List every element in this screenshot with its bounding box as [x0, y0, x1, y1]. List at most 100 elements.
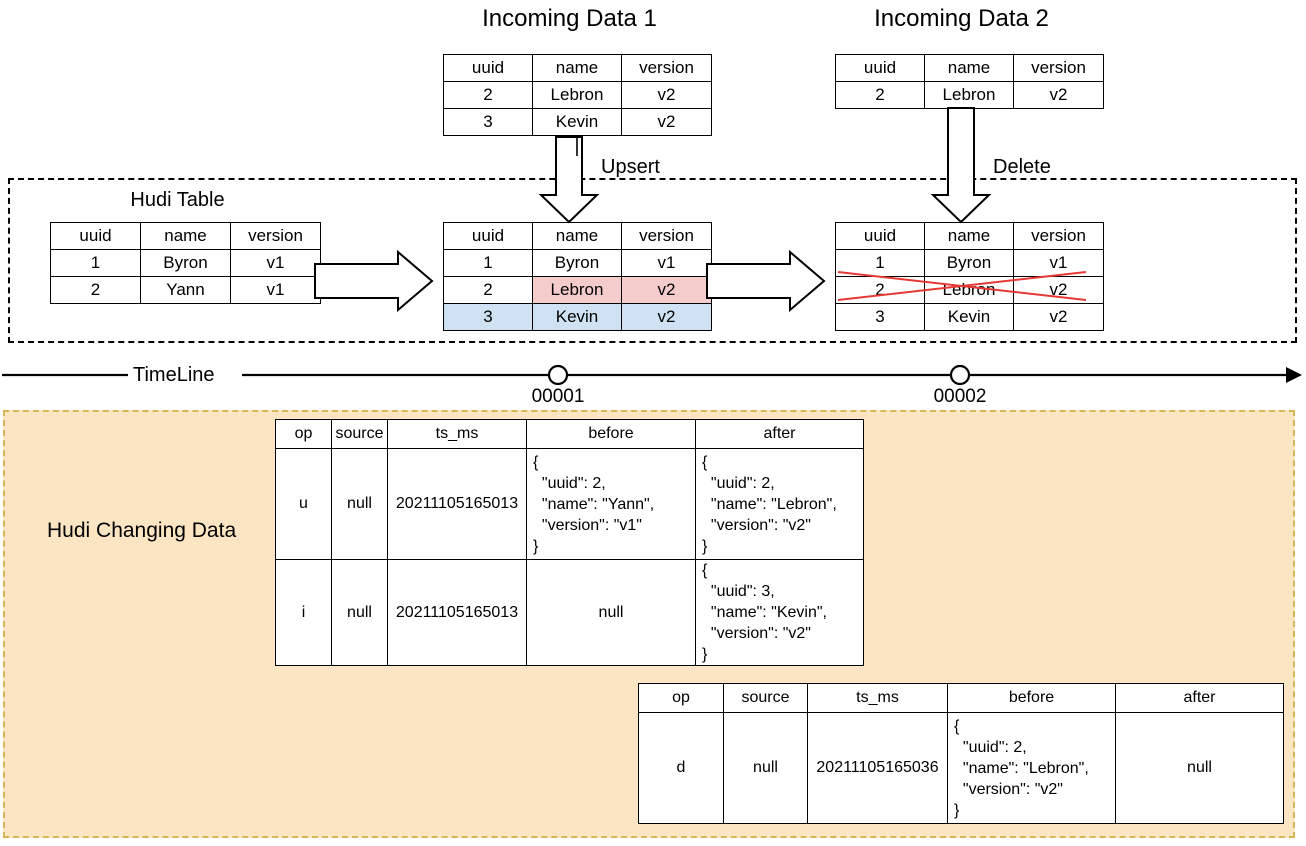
incoming-data-1-table: uuid name version 2 Lebron v2 3 Kevin v2: [443, 54, 712, 136]
cell-name: Kevin: [532, 303, 622, 331]
timeline-tick-00001: 00001: [531, 386, 585, 407]
cdc-cell-before: { "uuid": 2, "name": "Yann", "version": …: [526, 448, 696, 560]
cell-version: v2: [1013, 303, 1104, 331]
column-header-ts-ms: ts_ms: [807, 683, 948, 713]
incoming-data-2-table: uuid name version 2 Lebron v2: [835, 54, 1104, 109]
table-row: 3 Kevin v2: [443, 108, 712, 136]
column-header-name: name: [924, 222, 1014, 250]
hudi-table-title: Hudi Table: [130, 189, 225, 211]
table-row: 3 Kevin v2: [835, 303, 1104, 331]
cdc-header-row: op source ts_ms before after: [638, 683, 1284, 713]
column-header-before: before: [947, 683, 1116, 713]
hudi-table-region: [8, 178, 1297, 343]
column-header-after: after: [695, 419, 864, 449]
cdc-header-row: op source ts_ms before after: [275, 419, 864, 449]
timeline-tick-00002: 00002: [933, 386, 987, 407]
cell-version: v1: [230, 249, 321, 277]
cell-uuid: 3: [835, 303, 925, 331]
incoming-data-1-title: Incoming Data 1: [482, 5, 657, 32]
column-header-uuid: uuid: [443, 54, 533, 82]
column-header-uuid: uuid: [835, 54, 925, 82]
cell-name: Byron: [924, 249, 1014, 277]
cell-uuid: 2: [50, 276, 141, 304]
table-row: 1 Byron v1: [443, 249, 712, 277]
table-header-row: uuid name version: [835, 54, 1104, 82]
hudi-table-after-delete: uuid name version 1 Byron v1 2 Lebron v2…: [835, 222, 1104, 331]
cell-name: Byron: [532, 249, 622, 277]
cell-uuid: 1: [835, 249, 925, 277]
table-row: 2 Lebron v2: [835, 81, 1104, 109]
cell-version: v2: [1013, 81, 1104, 109]
cell-uuid: 3: [443, 108, 533, 136]
timeline-tick-marker-00001: [547, 364, 569, 386]
column-header-name: name: [140, 222, 231, 250]
column-header-op: op: [275, 419, 332, 449]
cdc-cell-after: null: [1115, 712, 1284, 824]
cell-uuid: 1: [50, 249, 141, 277]
hudi-base-table: uuid name version 1 Byron v1 2 Yann v1: [50, 222, 321, 304]
cdc-table-commit-00002: op source ts_ms before after d null 2021…: [638, 683, 1284, 824]
table-row-deleted: 2 Lebron v2: [835, 276, 1104, 304]
cdc-cell-source: null: [331, 559, 388, 666]
column-header-version: version: [230, 222, 321, 250]
cell-version: v2: [621, 81, 712, 109]
table-row: 2 Yann v1: [50, 276, 321, 304]
cell-uuid: 3: [443, 303, 533, 331]
cell-version: v1: [1013, 249, 1104, 277]
column-header-name: name: [532, 222, 622, 250]
cell-name: Lebron: [924, 81, 1014, 109]
column-header-name: name: [924, 54, 1014, 82]
timeline-label: TimeLine: [133, 364, 215, 386]
cdc-cell-ts-ms: 20211105165013: [387, 559, 527, 666]
cdc-cell-after: { "uuid": 2, "name": "Lebron", "version"…: [695, 448, 864, 560]
cell-version: v2: [1013, 276, 1104, 304]
cell-name: Yann: [140, 276, 231, 304]
cell-version: v1: [621, 249, 712, 277]
column-header-op: op: [638, 683, 724, 713]
cell-uuid: 1: [443, 249, 533, 277]
cell-version: v2: [621, 276, 712, 304]
column-header-name: name: [532, 54, 622, 82]
table-row: 1 Byron v1: [835, 249, 1104, 277]
table-row: 1 Byron v1: [50, 249, 321, 277]
column-header-uuid: uuid: [50, 222, 141, 250]
cdc-cell-ts-ms: 20211105165013: [387, 448, 527, 560]
cdc-cell-ts-ms: 20211105165036: [807, 712, 948, 824]
cdc-cell-source: null: [331, 448, 388, 560]
cdc-cell-before: null: [526, 559, 696, 666]
cell-name: Kevin: [924, 303, 1014, 331]
column-header-version: version: [621, 54, 712, 82]
cdc-cell-source: null: [723, 712, 808, 824]
cdc-row-update: u null 20211105165013 { "uuid": 2, "name…: [275, 448, 864, 560]
table-header-row: uuid name version: [835, 222, 1104, 250]
timeline-arrowhead-icon: [1286, 367, 1302, 383]
table-header-row: uuid name version: [50, 222, 321, 250]
cdc-row-insert: i null 20211105165013 null { "uuid": 3, …: [275, 559, 864, 666]
cdc-table-commit-00001: op source ts_ms before after u null 2021…: [275, 419, 864, 666]
table-row-updated: 2 Lebron v2: [443, 276, 712, 304]
upsert-label: Upsert: [601, 156, 660, 178]
cell-version: v2: [621, 303, 712, 331]
cell-uuid: 2: [443, 276, 533, 304]
delete-label: Delete: [993, 156, 1051, 178]
cell-name: Lebron: [532, 81, 622, 109]
cdc-cell-op: u: [275, 448, 332, 560]
incoming-data-2-title: Incoming Data 2: [874, 5, 1049, 32]
table-row-inserted: 3 Kevin v2: [443, 303, 712, 331]
hudi-table-after-upsert: uuid name version 1 Byron v1 2 Lebron v2…: [443, 222, 712, 331]
timeline-tick-marker-00002: [949, 364, 971, 386]
cell-name: Lebron: [532, 276, 622, 304]
cell-uuid: 2: [443, 81, 533, 109]
cdc-cell-before: { "uuid": 2, "name": "Lebron", "version"…: [947, 712, 1116, 824]
cell-name: Lebron: [924, 276, 1014, 304]
cdc-cell-op: d: [638, 712, 724, 824]
table-row: 2 Lebron v2: [443, 81, 712, 109]
hudi-changing-data-label: Hudi Changing Data: [47, 519, 237, 542]
column-header-version: version: [1013, 222, 1104, 250]
column-header-version: version: [1013, 54, 1104, 82]
cell-uuid: 2: [835, 276, 925, 304]
cdc-cell-after: { "uuid": 3, "name": "Kevin", "version":…: [695, 559, 864, 666]
column-header-ts-ms: ts_ms: [387, 419, 527, 449]
column-header-uuid: uuid: [443, 222, 533, 250]
cdc-row-delete: d null 20211105165036 { "uuid": 2, "name…: [638, 712, 1284, 824]
